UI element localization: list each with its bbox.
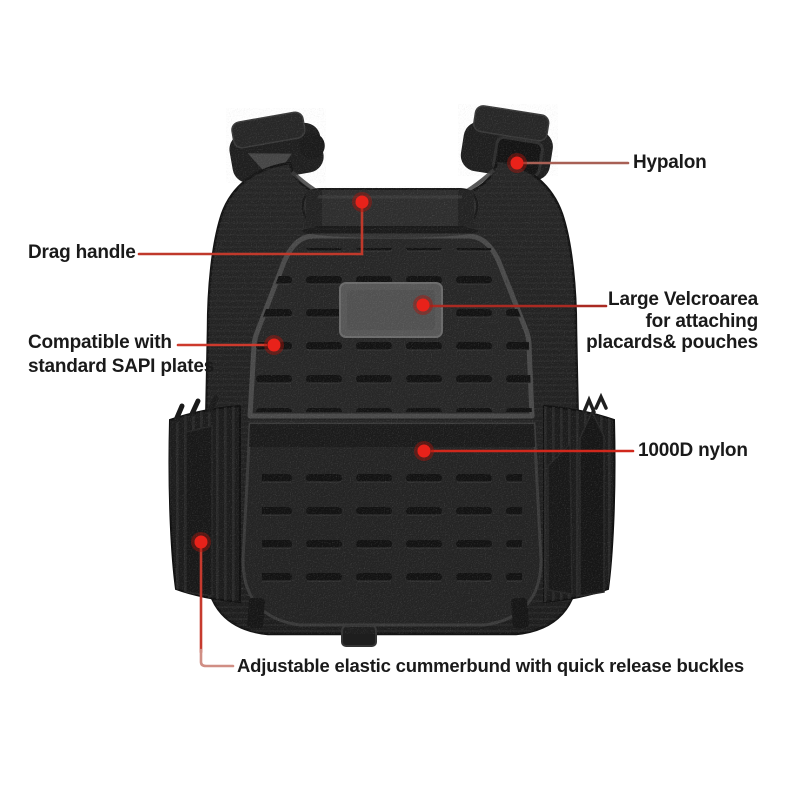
callout-dot-cummerbund [191, 532, 211, 552]
leader-line-cummerbund-corner [199, 648, 235, 668]
callout-dot-drag-handle [352, 192, 372, 212]
leader-line-drag-handle [137, 206, 364, 256]
velcro-line-1: Large Velcroarea [608, 289, 758, 310]
callout-dots [191, 153, 527, 552]
callout-dot-velcro [413, 295, 433, 315]
annotation-label-hypalon: Hypalon [633, 152, 707, 173]
callout-dot-nylon [414, 441, 434, 461]
callout-dot-sapi [264, 335, 284, 355]
sapi-line-1: Compatible with [28, 332, 172, 353]
sapi-line-2: standard SAPI plates [28, 355, 215, 377]
annotation-label-sapi-plates: Compatible with standard SAPI plates [28, 331, 214, 378]
callout-dot-hypalon [507, 153, 527, 173]
velcro-line-2: for attaching [645, 310, 759, 332]
annotation-label-nylon: 1000D nylon [638, 440, 748, 461]
fabric-texture [169, 104, 615, 634]
annotation-label-cummerbund: Adjustable elastic cummerbund with quick… [237, 655, 744, 676]
right-wing-loops [582, 392, 608, 414]
velcro-line-3: placards& pouches [586, 332, 758, 353]
annotation-label-velcro-area: Large Velcroarea for attaching placards&… [586, 289, 758, 354]
annotation-label-drag-handle: Drag handle [28, 242, 136, 263]
